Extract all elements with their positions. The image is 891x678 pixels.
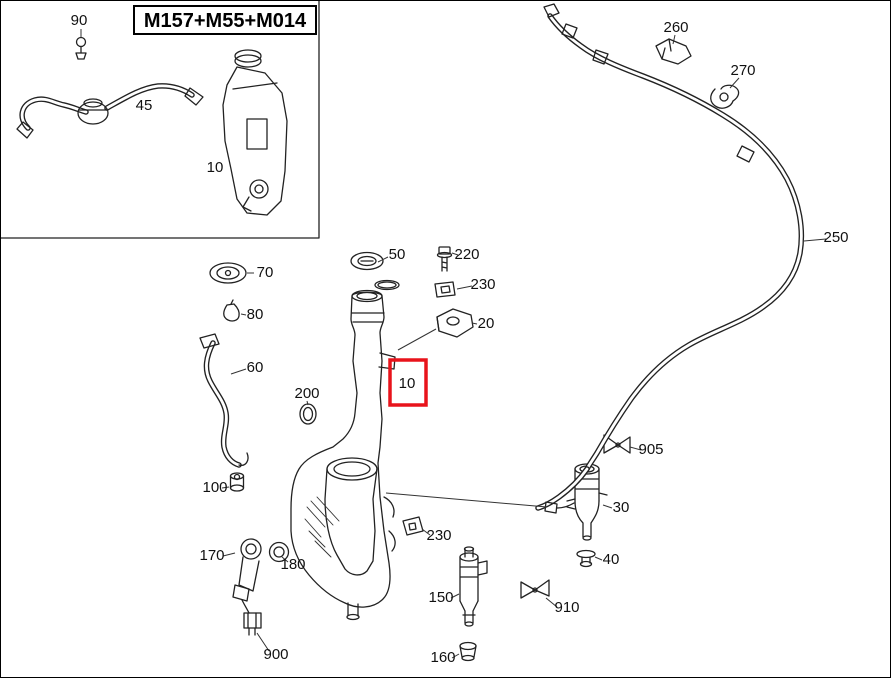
inset-cap-drawing [75,36,87,60]
clip-upper-drawing [434,281,456,298]
callout-grommet-upper[interactable]: 100 [202,479,227,496]
hose-drawing [535,3,805,514]
callout-cap[interactable]: 50 [389,246,406,263]
callout-pump-front[interactable]: 170 [199,547,224,564]
leader-lines [221,34,827,659]
highlight-frame[interactable] [388,358,428,407]
callout-screw[interactable]: 220 [454,246,479,263]
callout-bracket-top[interactable]: 260 [663,19,688,36]
screw-drawing [436,246,453,272]
grommet-right-drawing [576,549,596,568]
callout-clip-right[interactable]: 905 [638,441,663,458]
reservoir-drawing [290,289,396,621]
inset-panel: M157+M55+M014 [1,1,320,239]
grommet-upper-drawing [229,472,245,492]
callout-pump-right[interactable]: 30 [613,499,630,516]
callout-grommet-bottom[interactable]: 160 [430,649,455,666]
grommet-bottom-drawing [459,641,477,662]
callout-clip-upper[interactable]: 230 [470,276,495,293]
connector-drawing [243,612,262,636]
bracket-drawing [436,308,474,338]
callout-connector[interactable]: 900 [263,646,288,663]
clip-mid-drawing [402,516,424,536]
cap-drawing [350,251,400,291]
callout-plug[interactable]: 80 [247,306,264,323]
callout-pump-bottom[interactable]: 150 [428,589,453,606]
callout-filler-ring[interactable]: 70 [257,264,274,281]
clip-bottom-drawing [520,579,550,599]
callout-cap-front[interactable]: 180 [280,556,305,573]
callout-clip-top[interactable]: 270 [730,62,755,79]
callout-clip-mid[interactable]: 230 [426,527,451,544]
callout-inset-reservoir[interactable]: 10 [207,159,224,176]
model-code-frame [133,5,317,35]
callout-bracket[interactable]: 20 [478,315,495,332]
bracket-top-drawing [655,38,692,65]
filler-pipe-drawing [199,333,249,468]
callout-inset-cap[interactable]: 90 [71,12,88,29]
plug-drawing [223,299,240,322]
pump-bottom-drawing [459,546,488,627]
callout-grommet-right[interactable]: 40 [603,551,620,568]
pump-front-drawing [232,538,262,614]
seal-ring-drawing [299,403,317,425]
inset-reservoir-drawing [222,49,288,216]
selected-part-highlight[interactable]: 10 [388,358,428,407]
clip-top-drawing [710,84,740,109]
inset-hose-drawing [16,83,204,139]
model-code-label: M157+M55+M014 [144,10,307,32]
callout-seal[interactable]: 200 [294,385,319,402]
pump-right-drawing [566,463,608,541]
callout-reservoir-selected[interactable]: 10 [399,375,416,392]
cap-front-drawing [268,541,290,563]
filler-ring-drawing [209,262,247,284]
model-code-box: M157+M55+M014 [133,5,317,35]
inset-panel-border [1,1,320,239]
callout-hose[interactable]: 250 [823,229,848,246]
callout-inset-hose[interactable]: 45 [136,97,153,114]
callout-filler-pipe[interactable]: 60 [247,359,264,376]
callout-clip-bottom[interactable]: 910 [554,599,579,616]
